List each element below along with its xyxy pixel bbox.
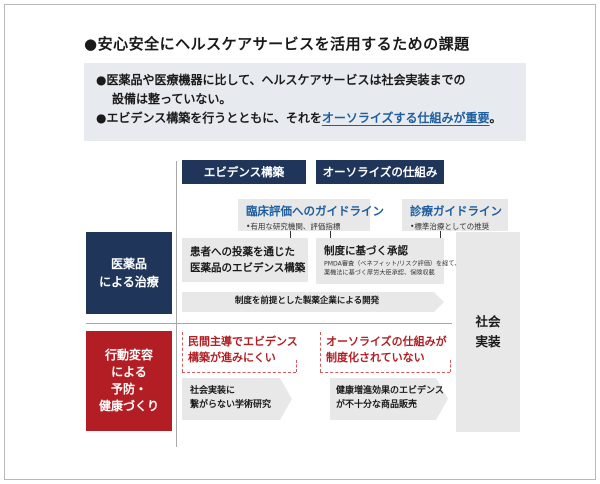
clinical-guideline-box: 臨床評価へのガイドライン •有用な研究機関、評価指標 xyxy=(238,199,384,231)
row-header-behavior-line4: 健康づくり xyxy=(98,399,159,413)
issue-authorize: オーソライズの仕組みが 制度化されていない xyxy=(326,334,447,366)
sales-arrow-text: 健康増進効果のエビデンス が不十分な商品販売 xyxy=(336,384,444,412)
issue-evidence-bracket-bottom xyxy=(182,372,296,373)
issue-authorize-line1: オーソライズの仕組みが xyxy=(326,335,447,348)
grid-vertical-line xyxy=(176,161,177,447)
approval-title: 制度に基づく承認 xyxy=(324,245,408,257)
issue-authorize-line2: 制度化されていない xyxy=(326,351,425,364)
row-header-behavior-line2: による xyxy=(111,365,147,379)
drug-evidence-box: 患者への投薬を通じた 医薬品のエビデンス構築 xyxy=(182,238,308,282)
column-header-evidence: エビデンス構築 xyxy=(182,160,306,184)
approval-sub-block: PMDA審査（ベネフィット/リスク評価）を経て、 薬機法に基づく厚労大臣承認、保… xyxy=(324,259,461,277)
row-header-drug: 医薬品 による治療 xyxy=(86,232,172,314)
clinical-guideline-title: 臨床評価へのガイドライン xyxy=(246,204,384,218)
social-implementation-box: 社会 実装 xyxy=(456,232,520,432)
row-header-drug-line1: 医薬品 xyxy=(110,257,147,271)
sales-arrow-line1: 健康増進効果のエビデンス xyxy=(336,386,444,396)
row-header-behavior: 行動変容 による 予防・ 健康づくり xyxy=(86,331,172,431)
summary-point-1-cont: 設備は整っていない。 xyxy=(112,92,232,106)
row-header-behavior-line3: 予防・ xyxy=(110,382,147,396)
connector-approval xyxy=(330,231,331,241)
sales-arrow xyxy=(330,378,448,420)
approval-sub-line1: PMDA審査（ベネフィット/リスク評価）を経て、 xyxy=(324,259,461,268)
sales-arrow-shape xyxy=(330,378,448,420)
issue-evidence-bracket-right xyxy=(296,360,297,372)
diagnosis-guideline-title: 診療ガイドライン xyxy=(410,204,502,218)
sales-arrow-line2: が不十分な商品販売 xyxy=(336,400,418,410)
grid-horizontal-line xyxy=(86,323,452,324)
research-arrow-shape xyxy=(182,378,292,420)
clinical-guideline-sub: •有用な研究機関、評価指標 xyxy=(246,222,341,231)
research-arrow xyxy=(182,378,292,420)
premise-arrow-shape xyxy=(182,292,444,312)
issue-evidence: 民間主導でエビデンス 構築が進みにくい xyxy=(188,334,298,366)
drug-evidence-line1: 患者への投薬を通じた xyxy=(190,246,295,258)
issue-evidence-line1: 民間主導でエビデンス xyxy=(188,335,298,348)
diagnosis-guideline-sub: •標準治療としての推奨 xyxy=(410,222,490,231)
row-header-drug-line2: による治療 xyxy=(99,275,159,289)
premise-text: 制度を前提とした製薬企業による開発 xyxy=(234,296,380,306)
social-implementation-line2: 実装 xyxy=(475,334,501,349)
research-arrow-text: 社会実装に 繋がらない学術研究 xyxy=(190,384,271,412)
column-header-authorize: オーソライズの仕組み xyxy=(316,160,444,184)
drug-evidence-line2: 医薬品のエビデンス構築 xyxy=(190,262,306,274)
slide-title: ●安心安全にヘルスケアサービスを活用するための課題 xyxy=(84,35,470,53)
issue-evidence-line2: 構築が進みにくい xyxy=(188,351,276,364)
summary-highlight: オーソライズする仕組みが重要 xyxy=(321,111,490,125)
research-arrow-line2: 繋がらない学術研究 xyxy=(190,400,272,410)
approval-box: 制度に基づく承認 PMDA審査（ベネフィット/リスク評価）を経て、 薬機法に基づ… xyxy=(316,238,461,284)
summary-point-2-pre: ●エビデンス構築を行うとともに、それを xyxy=(96,111,322,125)
social-implementation-line1: 社会 xyxy=(475,314,501,329)
approval-sub-line2: 薬機法に基づく厚労大臣承認、保険収載 xyxy=(324,268,435,277)
summary-point-2-post: 。 xyxy=(489,111,502,125)
row-header-behavior-line1: 行動変容 xyxy=(104,348,153,362)
issue-authorize-bracket-right xyxy=(450,360,451,372)
research-arrow-line1: 社会実装に xyxy=(190,386,236,396)
connector-clinical xyxy=(290,231,291,241)
summary-point-1: ●医薬品や医療機器に比して、ヘルスケアサービスは社会実装までの xyxy=(96,73,466,87)
diagnosis-guideline-box: 診療ガイドライン •標準治療としての推奨 xyxy=(402,199,508,231)
issue-authorize-bracket-left xyxy=(320,332,321,372)
summary-point-2: ●エビデンス構築を行うとともに、それをオーソライズする仕組みが重要。 xyxy=(96,109,514,128)
issue-authorize-bracket-bottom xyxy=(320,372,450,373)
summary-box: ●医薬品や医療機器に比して、ヘルスケアサービスは社会実装までの 設備は整っていな… xyxy=(84,63,526,141)
premise-arrow xyxy=(182,292,444,312)
issue-evidence-bracket-left xyxy=(182,332,183,372)
